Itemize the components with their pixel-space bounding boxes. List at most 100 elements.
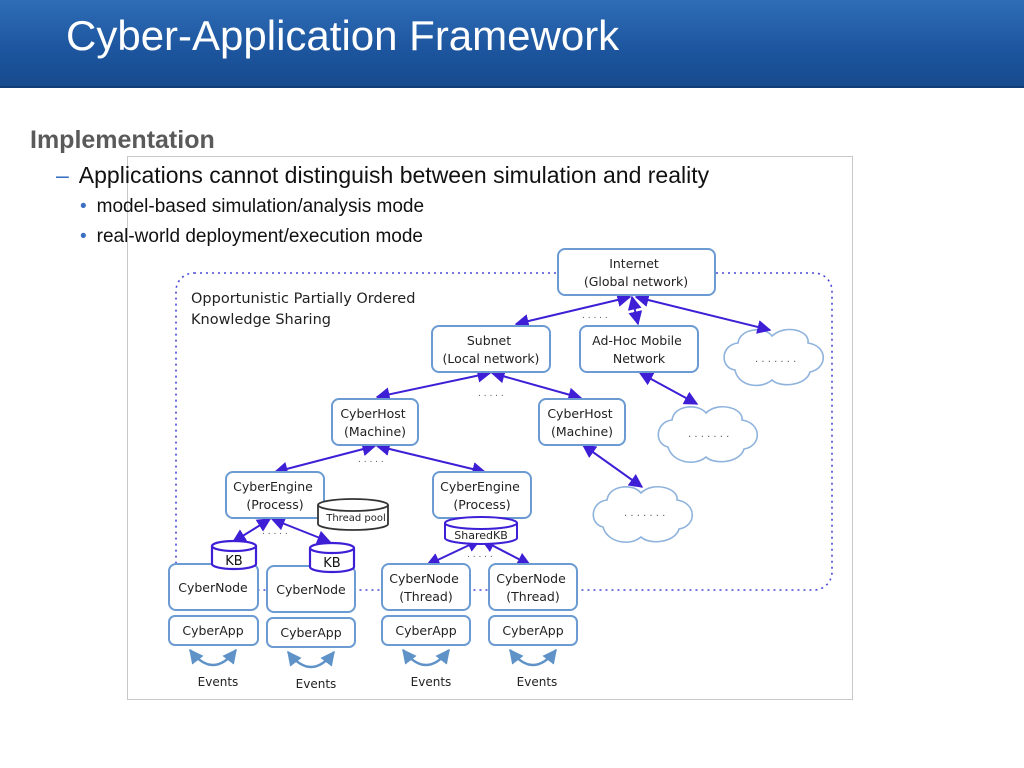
node-label-line: CyberNode	[389, 571, 459, 586]
cyberapp-box	[488, 615, 578, 646]
ellipsis-marker: . . . . .	[582, 311, 608, 321]
shared-kb-icon	[444, 516, 518, 545]
node-label-line: Ad-Hoc Mobile	[592, 333, 682, 348]
dot-bullet-icon: •	[80, 226, 87, 247]
ellipsis-marker: . . . . .	[467, 550, 493, 560]
link-arrow	[634, 293, 772, 334]
cloud-icon	[723, 328, 825, 387]
cybernode-label: CyberNode (Thread)	[496, 571, 570, 604]
node-label-line: Network	[613, 351, 666, 366]
events-label: Events	[517, 675, 558, 689]
link-arrow	[273, 442, 377, 476]
bullet-level-2: • model-based simulation/analysis mode	[80, 196, 424, 218]
node-label-line: (Local network)	[443, 351, 540, 366]
bullet-level-2-text: model-based simulation/analysis mode	[96, 196, 425, 217]
subnet-label: Subnet (Local network)	[443, 333, 540, 366]
link-arrow	[270, 517, 332, 544]
cybernode-label: CyberNode	[276, 582, 346, 597]
cyberapp-box	[381, 615, 471, 646]
link-arrow	[490, 369, 583, 402]
cyberengine-node	[225, 471, 325, 519]
event-loop-arrow	[189, 648, 237, 667]
cyberhost-node	[331, 398, 419, 446]
bullet-level-2: • real-world deployment/execution mode	[80, 226, 423, 248]
cyberhost-label: CyberHost (Machine)	[547, 406, 616, 439]
cyberapp-label: CyberApp	[502, 623, 563, 638]
cybernode-label: CyberNode (Thread)	[389, 571, 463, 604]
kb-label: KB	[225, 554, 242, 569]
node-label-line: (Process)	[246, 497, 303, 512]
node-label-line: CyberNode	[496, 571, 566, 586]
region-label: Opportunistic Partially Ordered Knowledg…	[191, 291, 420, 328]
node-label-line: CyberHost	[547, 406, 612, 421]
event-loop-arrow	[509, 648, 557, 667]
node-label-line: (Thread)	[399, 589, 452, 604]
cyberapp-box	[266, 617, 356, 648]
internet-label: Internet (Global network)	[584, 256, 688, 289]
link-arrow	[638, 372, 699, 405]
adhoc-label: Ad-Hoc Mobile Network	[592, 333, 686, 366]
dash-bullet-icon: –	[56, 162, 69, 188]
cyberapp-label: CyberApp	[280, 625, 341, 640]
node-label-line: (Machine)	[551, 424, 613, 439]
node-label-line: Internet	[609, 256, 659, 271]
kb-icon	[308, 541, 356, 574]
node-label-line: (Process)	[453, 497, 510, 512]
region-label-line: Knowledge Sharing	[191, 312, 331, 328]
node-label-line: (Thread)	[506, 589, 559, 604]
thread-pool-icon	[317, 498, 389, 531]
node-label-line: Subnet	[467, 333, 511, 348]
cyberengine-label: CyberEngine (Process)	[233, 479, 317, 512]
cloud-ellipsis: . . . . . . .	[755, 354, 796, 365]
ellipsis-marker: . . . . .	[262, 527, 288, 537]
cyberapp-label: CyberApp	[395, 623, 456, 638]
cybernode-thread-node	[381, 563, 471, 611]
node-label-line: CyberHost	[340, 406, 405, 421]
cyberengine-label: CyberEngine (Process)	[440, 479, 524, 512]
node-label-line: (Global network)	[584, 274, 688, 289]
adhoc-network-node	[579, 325, 699, 373]
cloud-ellipsis: . . . . . . .	[624, 508, 665, 519]
link-arrow	[375, 368, 492, 402]
dot-bullet-icon: •	[80, 196, 87, 217]
event-loop-arrow	[287, 650, 335, 669]
link-arrow	[514, 293, 632, 328]
ellipsis-marker: . . . . .	[478, 389, 504, 399]
bullet-level-1: –Applications cannot distinguish between…	[56, 162, 709, 189]
cybernode-label: CyberNode	[178, 580, 248, 595]
link-arrow	[375, 442, 487, 476]
internet-node	[557, 248, 716, 296]
shared-kb-label: SharedKB	[454, 529, 508, 542]
link-arrow	[581, 444, 644, 488]
cloud-icon	[657, 405, 759, 463]
cyberhost-label: CyberHost (Machine)	[340, 406, 409, 439]
bullet-level-2-text: real-world deployment/execution mode	[96, 226, 423, 247]
events-label: Events	[411, 675, 452, 689]
title-divider	[0, 86, 1024, 88]
node-label-line: CyberEngine	[440, 479, 520, 494]
slide-title: Cyber-Application Framework	[66, 12, 620, 59]
cyberapp-label: CyberApp	[182, 623, 243, 638]
event-loop-arrow	[402, 648, 450, 667]
cloud-ellipsis: . . . . . . .	[688, 429, 729, 440]
cyberapp-box	[168, 615, 259, 646]
ellipsis-marker: . . . . .	[358, 455, 384, 465]
region-label-line: Opportunistic Partially Ordered	[191, 291, 415, 307]
events-label: Events	[198, 675, 239, 689]
link-arrow	[627, 295, 643, 326]
link-arrow	[231, 518, 272, 543]
cloud-icon	[592, 485, 694, 543]
cybernode-thread-node	[488, 563, 578, 611]
kb-label: KB	[323, 556, 340, 571]
subnet-node	[431, 325, 551, 373]
section-heading: Implementation	[30, 126, 215, 154]
node-label-line: (Machine)	[344, 424, 406, 439]
bullet-level-1-text: Applications cannot distinguish between …	[78, 162, 710, 188]
events-label: Events	[296, 677, 337, 691]
thread-pool-label: Thread pool	[325, 513, 386, 524]
node-label-line: CyberEngine	[233, 479, 313, 494]
kb-icon	[210, 539, 258, 571]
title-bar: Cyber-Application Framework	[0, 0, 1024, 88]
cyberhost-node	[538, 398, 626, 446]
